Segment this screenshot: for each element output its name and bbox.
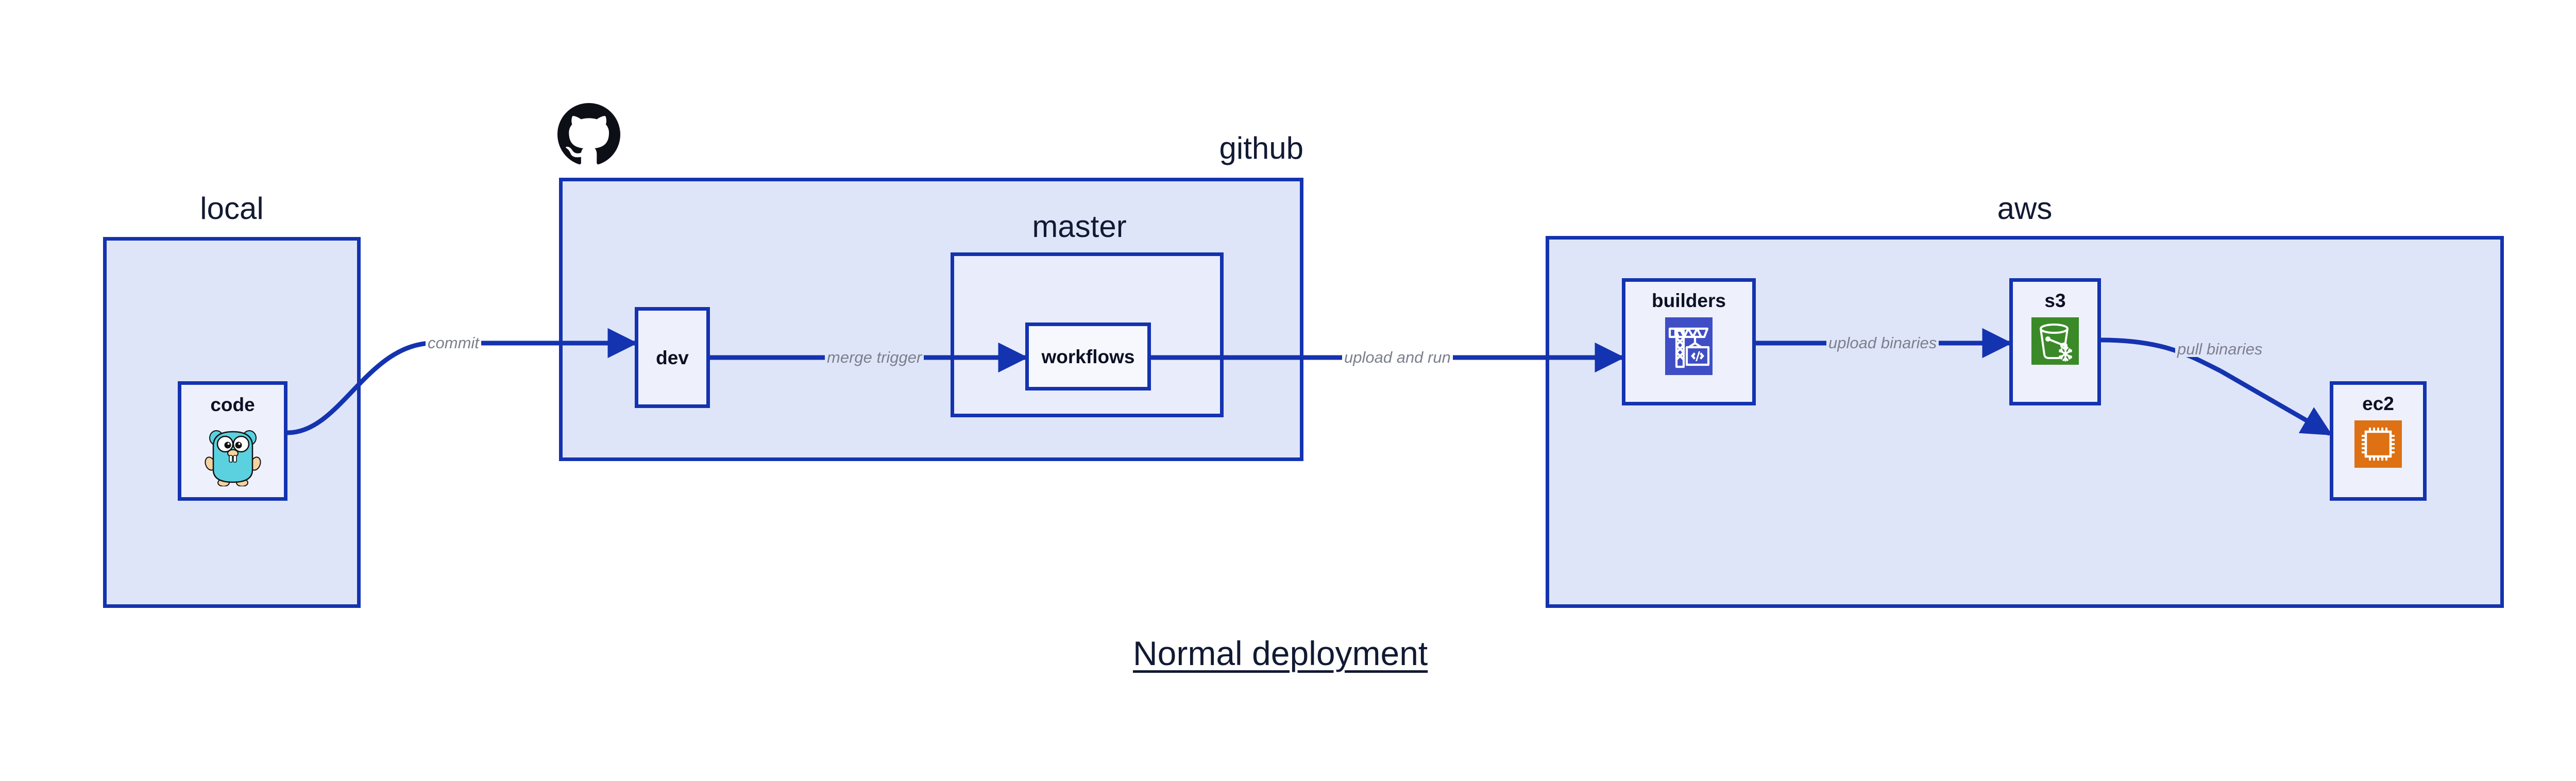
node-label-workflows: workflows — [1041, 346, 1135, 367]
diagram-title: Normal deployment — [1133, 634, 1428, 672]
aws-codebuild-crane-icon — [1665, 317, 1713, 378]
aws-ec2-chip-icon — [2354, 420, 2402, 470]
edge-label-merge-trigger: merge trigger — [825, 349, 924, 365]
node-code[interactable]: code — [178, 381, 287, 501]
node-label-builders: builders — [1652, 290, 1726, 311]
node-label-s3: s3 — [2044, 290, 2066, 311]
node-label-dev: dev — [656, 347, 689, 368]
edge-label-commit: commit — [426, 335, 481, 351]
node-ec2[interactable]: ec2 — [2330, 381, 2427, 501]
node-builders[interactable]: builders — [1622, 278, 1756, 405]
go-gopher-icon — [204, 422, 262, 489]
github-octocat-logo — [557, 103, 620, 168]
group-label-local: local — [200, 191, 264, 226]
group-label-master: master — [1032, 209, 1127, 244]
node-s3[interactable]: s3 — [2009, 278, 2101, 405]
edge-label-upload-binaries: upload binaries — [1826, 335, 1939, 351]
node-dev[interactable]: dev — [635, 307, 710, 408]
group-label-aws: aws — [1997, 191, 2053, 226]
edge-label-pull-binaries: pull binaries — [2175, 341, 2265, 357]
group-label-github: github — [1219, 131, 1303, 165]
node-label-code: code — [210, 394, 255, 415]
edge-label-upload-and-run: upload and run — [1342, 349, 1453, 365]
aws-s3-glacier-bucket-icon — [2031, 317, 2079, 367]
node-label-ec2: ec2 — [2362, 393, 2394, 414]
node-workflows[interactable]: workflows — [1025, 322, 1151, 390]
